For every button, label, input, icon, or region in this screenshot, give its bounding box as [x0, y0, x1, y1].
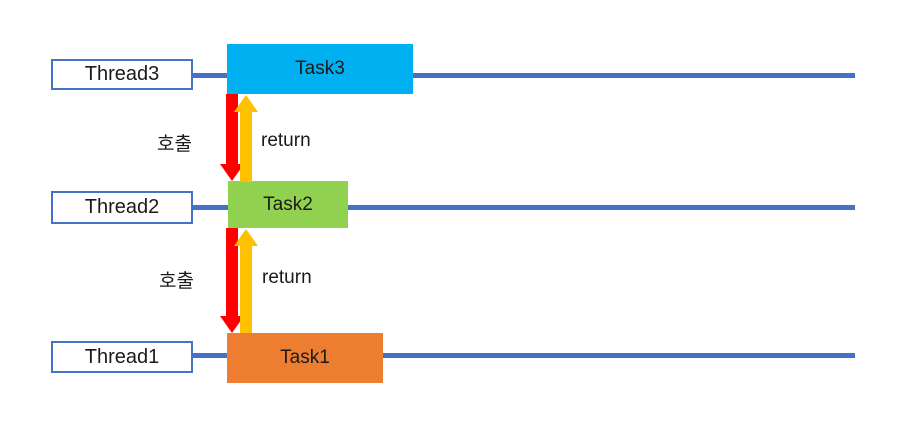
thread1-label: Thread1: [84, 345, 160, 368]
thread3-label: Thread3: [84, 63, 160, 85]
task1-box: Task1: [227, 333, 383, 383]
thread3-label-box: Thread3: [51, 59, 193, 90]
call-label-lower: 호출: [159, 271, 194, 292]
return-arrow-upper-body: [240, 112, 252, 182]
thread2-label-box: Thread2: [51, 191, 193, 224]
task3-box: Task3: [227, 44, 413, 94]
task1-label: Task1: [280, 347, 330, 368]
call-label-upper: 호출: [157, 134, 192, 155]
task2-label: Task2: [263, 193, 313, 215]
thread3-timeline: [191, 73, 855, 78]
return-arrow-lower-body: [240, 246, 252, 333]
task2-box: Task2: [228, 181, 348, 228]
call-arrow-upper-head: [220, 164, 244, 181]
return-label-upper: return: [261, 130, 311, 151]
thread2-timeline: [191, 205, 855, 210]
thread1-timeline: [191, 353, 855, 358]
thread1-label-box: Thread1: [51, 341, 193, 373]
task3-label: Task3: [295, 58, 345, 79]
return-label-lower: return: [262, 267, 312, 288]
return-arrow-upper-head: [234, 95, 258, 112]
call-arrow-lower-body: [226, 228, 238, 316]
return-arrow-lower-head: [234, 229, 258, 246]
thread2-label: Thread2: [84, 196, 160, 218]
call-arrow-lower-head: [220, 316, 244, 333]
